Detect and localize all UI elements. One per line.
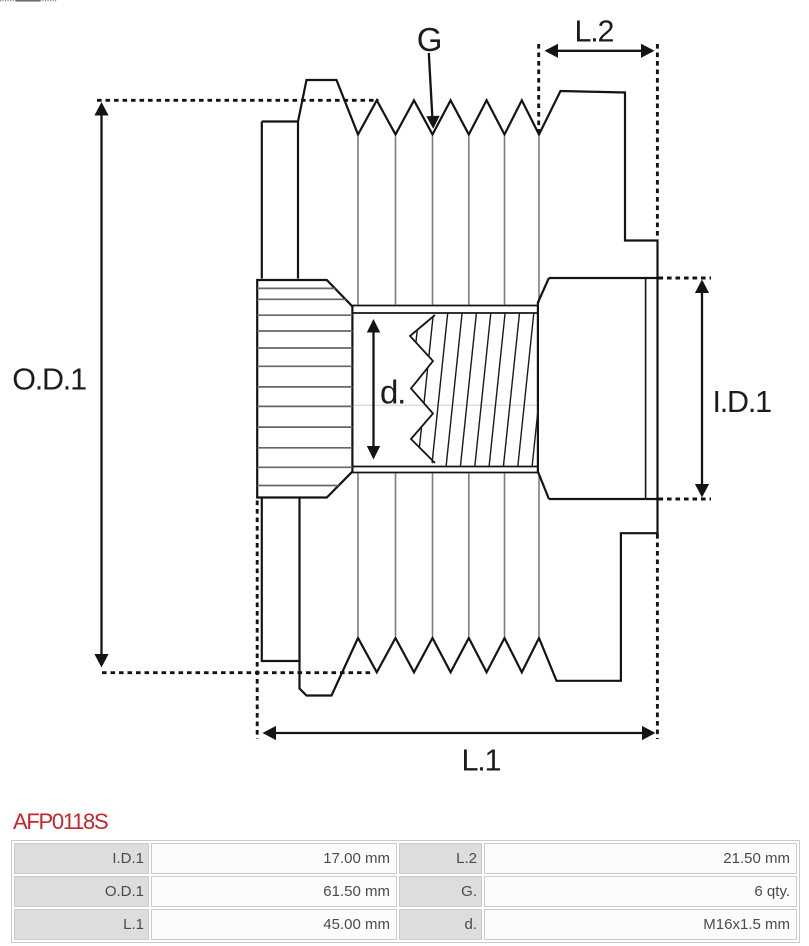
svg-text:L.1: L.1 [462,744,501,778]
svg-text:d.: d. [380,373,405,410]
svg-text:G: G [417,21,441,58]
svg-text:L.2: L.2 [575,15,614,49]
svg-text:O.D.1: O.D.1 [12,363,86,397]
svg-text:I.D.1: I.D.1 [713,385,772,419]
